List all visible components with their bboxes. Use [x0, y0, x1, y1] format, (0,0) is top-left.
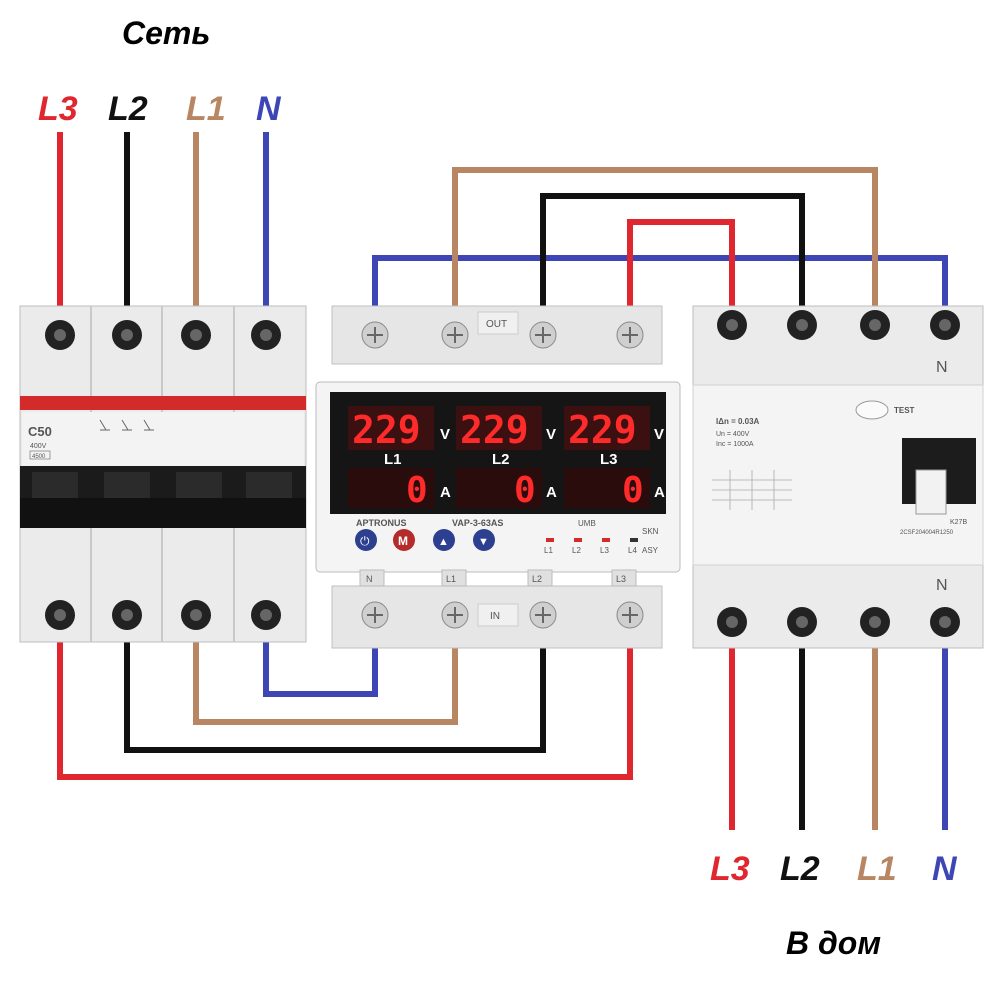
- relay-buttons: ⏻ M ▲ ▼: [355, 529, 495, 551]
- rcd-current: Inc = 1000A: [716, 441, 754, 448]
- circuit-breaker: C50 400V 4500: [19, 305, 307, 643]
- rcd-device: N N IΔn = 0.03A Un = 400V Inc = 1000A TE…: [692, 305, 984, 649]
- top-phase-l1: L1: [186, 90, 226, 128]
- status-umb: UMB: [578, 519, 596, 528]
- top-title: Сеть: [122, 15, 210, 51]
- wire-link-l1: [193, 615, 458, 725]
- relay-phase-label-l3: L3: [600, 451, 618, 468]
- wire-out-l1: [452, 167, 878, 330]
- current-displays: 0 A 0 A 0 A: [348, 468, 665, 511]
- current-unit-l3: A: [654, 484, 665, 501]
- voltage-display-l3: 229: [568, 408, 637, 452]
- indicator-led-l1: [546, 538, 554, 542]
- rcd-top-terminals: [717, 310, 960, 340]
- relay-brand: APTRONUS: [356, 518, 407, 528]
- rcd-n-label-top: N: [936, 359, 948, 376]
- relay-phase-label-l1: L1: [384, 451, 402, 468]
- status-asy: ASY: [642, 546, 659, 555]
- relay-phase-label-l2: L2: [492, 451, 510, 468]
- indicator-led-l2: [574, 538, 582, 542]
- voltage-relay: OUT IN N L1 L2 L3 229 V 229 V 229 V L1: [315, 305, 681, 649]
- bottom-phase-l2: L2: [780, 850, 820, 888]
- voltage-display-l2: 229: [460, 408, 529, 452]
- indicator-led-l3: [602, 538, 610, 542]
- bottom-phase-l3: L3: [710, 850, 750, 888]
- voltage-displays: 229 V 229 V 229 V: [348, 406, 664, 452]
- breaker-rating: C50: [28, 424, 52, 439]
- down-arrow-icon: ▼: [478, 536, 489, 548]
- indicator-label-l1: L1: [544, 546, 553, 555]
- rcd-rating: IΔn = 0.03A: [716, 417, 760, 426]
- relay-out-label: OUT: [486, 319, 507, 330]
- voltage-display-l1: 229: [352, 408, 421, 452]
- relay-top-terminals: [361, 321, 644, 349]
- rcd-code: 2CSF204004R1250: [900, 530, 954, 536]
- rcd-bottom-terminals: [717, 607, 960, 637]
- indicator-label-l4: L4: [628, 546, 637, 555]
- current-display-l3: 0: [622, 470, 644, 511]
- relay-bottom-terminals: [361, 601, 644, 629]
- current-display-l2: 0: [514, 470, 536, 511]
- top-phase-n: N: [256, 90, 282, 128]
- rcd-n-label-bottom: N: [936, 577, 948, 594]
- relay-bottom-label-n: N: [366, 574, 373, 584]
- top-phase-labels: L3 L2 L1 N: [38, 90, 282, 128]
- relay-indicators: UMB SKN ASY L1 L2 L3 L4: [544, 519, 659, 555]
- down-button[interactable]: [473, 529, 495, 551]
- menu-button[interactable]: [393, 529, 415, 551]
- voltage-unit-l2: V: [546, 426, 556, 443]
- bottom-phase-l1: L1: [857, 850, 897, 888]
- rcd-model: K27B: [950, 519, 967, 526]
- relay-model: VAP-3-63AS: [452, 518, 503, 528]
- wire-link-l2: [124, 615, 546, 753]
- current-display-l1: 0: [406, 470, 428, 511]
- breaker-top-terminals: [45, 320, 281, 350]
- wire-out-l2: [540, 193, 805, 330]
- power-icon: ⏻: [360, 534, 370, 548]
- voltage-unit-l1: V: [440, 426, 450, 443]
- status-skn: SKN: [642, 527, 659, 536]
- top-phase-l3: L3: [38, 90, 78, 128]
- current-unit-l2: A: [546, 484, 557, 501]
- relay-bottom-label-l3: L3: [616, 574, 626, 584]
- voltage-unit-l3: V: [654, 426, 664, 443]
- rcd-voltage: Un = 400V: [716, 431, 750, 438]
- wire-out-n: [372, 255, 948, 330]
- wire-link-l3: [57, 615, 633, 780]
- wire-link-n: [263, 615, 378, 697]
- breaker-voltage: 400V: [30, 443, 47, 450]
- wires: [57, 132, 948, 830]
- menu-icon: M: [398, 534, 408, 548]
- relay-bottom-label-l2: L2: [532, 574, 542, 584]
- wire-out-l3: [627, 219, 735, 330]
- bottom-title: В дом: [786, 925, 881, 961]
- relay-bottom-label-l1: L1: [446, 574, 456, 584]
- current-unit-l1: A: [440, 484, 451, 501]
- test-label: TEST: [894, 406, 915, 415]
- up-arrow-icon: ▲: [438, 536, 449, 548]
- bottom-phase-labels: L3 L2 L1 N: [710, 850, 958, 888]
- bottom-phase-n: N: [932, 850, 958, 888]
- breaker-bottom-terminals: [45, 600, 281, 630]
- indicator-label-l3: L3: [600, 546, 609, 555]
- indicator-led-l4: [630, 538, 638, 542]
- power-button[interactable]: [355, 529, 377, 551]
- indicator-label-l2: L2: [572, 546, 581, 555]
- up-button[interactable]: [433, 529, 455, 551]
- breaker-capacity: 4500: [32, 454, 46, 460]
- top-phase-l2: L2: [108, 90, 148, 128]
- relay-in-label: IN: [490, 611, 500, 622]
- test-button[interactable]: [855, 400, 889, 420]
